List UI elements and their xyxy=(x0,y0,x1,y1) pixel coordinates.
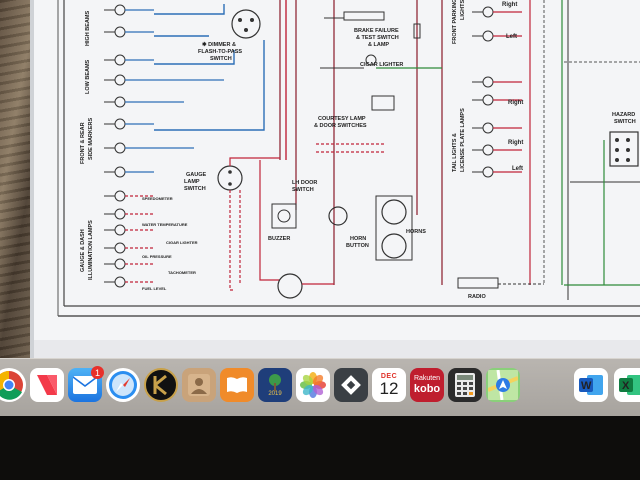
lamp-symbol xyxy=(114,190,126,202)
label-right-3: Right xyxy=(508,140,523,146)
lamp-symbol xyxy=(482,94,494,106)
label-lh-door-2: SWITCH xyxy=(292,187,314,193)
label-front-parking-2: LIGHTS xyxy=(460,0,466,20)
keeper-icon[interactable] xyxy=(144,368,178,402)
lamp-symbol xyxy=(482,6,494,18)
news-icon[interactable] xyxy=(30,368,64,402)
mail-icon[interactable]: 1 xyxy=(68,366,104,402)
label-water-temp: WATER TEMPERATURE xyxy=(142,222,188,227)
lamp-rows-left xyxy=(104,4,154,288)
label-courtesy-2: & DOOR SWITCHES xyxy=(314,123,367,129)
calculator-icon[interactable] xyxy=(448,368,482,402)
label-tachometer: TACHOMETER xyxy=(168,270,196,275)
label-front-parking-1: FRONT PARKING xyxy=(452,0,458,44)
lamp-symbol xyxy=(114,208,126,220)
kingdom-caption: 2019 xyxy=(268,390,282,397)
photos-icon[interactable] xyxy=(296,368,330,402)
label-speedometer: SPEEDOMETER xyxy=(142,196,173,201)
label-gauge-lamp-3: SWITCH xyxy=(184,186,206,192)
label-tail-license-2: LICENSE PLATE LAMPS xyxy=(460,108,466,172)
lamp-symbol xyxy=(114,224,126,236)
lamp-symbol xyxy=(114,4,126,16)
kobo-line2: kobo xyxy=(413,383,441,395)
lamp-symbol xyxy=(114,54,126,66)
label-high-beams: HIGH BEAMS xyxy=(85,11,91,46)
excel-letter: X xyxy=(622,380,630,392)
lamp-symbol xyxy=(482,76,494,88)
mail-badge: 1 xyxy=(91,366,104,379)
safari-icon[interactable] xyxy=(106,368,140,402)
lamp-symbol xyxy=(482,166,494,178)
word-icon[interactable]: W xyxy=(574,368,608,402)
chrome-icon[interactable] xyxy=(0,368,26,402)
lamp-symbol xyxy=(114,142,126,154)
label-left-1: Left xyxy=(506,34,517,40)
label-gauge-dash-2: ILLUMINATION LAMPS xyxy=(88,220,94,280)
label-horn-button-1: HORN xyxy=(350,236,366,242)
label-right-2: Right xyxy=(508,100,523,106)
contacts-icon[interactable] xyxy=(182,368,216,402)
label-hazard-2: SWITCH xyxy=(614,119,636,125)
label-radio: RADIO xyxy=(468,294,486,300)
label-buzzer: BUZZER xyxy=(268,236,290,242)
label-hazard-1: HAZARD xyxy=(612,112,635,118)
label-horn-button-2: BUTTON xyxy=(346,243,369,249)
wiring-diagram: HIGH BEAMS LOW BEAMS FRONT & REAR SIDE M… xyxy=(57,0,640,317)
calendar-day: 12 xyxy=(379,379,399,398)
maps-icon[interactable] xyxy=(486,368,520,402)
label-dimmer-2: FLASH-TO-PASS xyxy=(198,49,242,55)
monitor-bezel xyxy=(0,416,640,480)
label-front-rear-markers-1: FRONT & REAR xyxy=(80,122,86,164)
label-cigar-lighter-small: CIGAR LIGHTER xyxy=(166,240,198,245)
kobo-icon[interactable]: Rakuten kobo xyxy=(410,368,444,402)
word-letter: W xyxy=(581,380,592,392)
blocky-app-icon[interactable] xyxy=(334,368,368,402)
label-front-rear-markers-2: SIDE MARKERS xyxy=(88,117,94,160)
label-low-beams: LOW BEAMS xyxy=(85,59,91,94)
label-dimmer-1: ✱ DIMMER & xyxy=(202,41,236,48)
kingdom-app-icon[interactable]: 2019 xyxy=(258,368,292,402)
label-horns: HORNS xyxy=(406,229,426,235)
label-brake-failure-3: & LAMP xyxy=(368,42,389,48)
label-cigar-lighter: CIGAR LIGHTER xyxy=(360,62,403,68)
dock: 1 2019 xyxy=(0,366,640,408)
label-brake-failure-1: BRAKE FAILURE xyxy=(354,28,399,34)
lamp-symbol xyxy=(114,96,126,108)
lamp-symbol xyxy=(482,30,494,42)
calendar-icon[interactable]: DEC 12 xyxy=(372,368,406,402)
books-icon[interactable] xyxy=(220,368,254,402)
label-oil-pressure: OIL PRESSURE xyxy=(142,254,172,259)
lamp-symbol xyxy=(114,26,126,38)
label-gauge-lamp-1: GAUGE xyxy=(186,172,207,178)
label-courtesy-1: COURTESY LAMP xyxy=(318,116,366,122)
lamp-symbol xyxy=(482,122,494,134)
wiring-diagram-window[interactable]: HIGH BEAMS LOW BEAMS FRONT & REAR SIDE M… xyxy=(34,0,640,341)
excel-icon[interactable]: X xyxy=(614,368,640,402)
label-gauge-lamp-2: LAMP xyxy=(184,179,200,185)
lamp-symbol xyxy=(114,242,126,254)
lamp-symbol xyxy=(114,276,126,288)
kobo-line1: Rakuten xyxy=(413,375,441,382)
label-right-1: Right xyxy=(502,2,517,8)
lamp-symbol xyxy=(114,166,126,178)
lamp-rows-right xyxy=(472,6,522,178)
label-lh-door-1: LH DOOR xyxy=(292,180,317,186)
label-gauge-dash-1: GAUGE & DASH xyxy=(80,229,86,272)
lamp-symbol xyxy=(114,118,126,130)
label-tail-license-1: TAIL LIGHTS & xyxy=(452,133,458,172)
label-dimmer-3: SWITCH xyxy=(210,56,232,62)
lamp-symbol xyxy=(114,74,126,86)
label-fuel-level: FUEL LEVEL xyxy=(142,286,167,291)
label-brake-failure-2: & TEST SWITCH xyxy=(356,35,399,41)
lamp-symbol xyxy=(114,258,126,270)
lamp-symbol xyxy=(482,144,494,156)
label-left-3: Left xyxy=(512,166,523,172)
calendar-month: DEC xyxy=(380,373,398,380)
